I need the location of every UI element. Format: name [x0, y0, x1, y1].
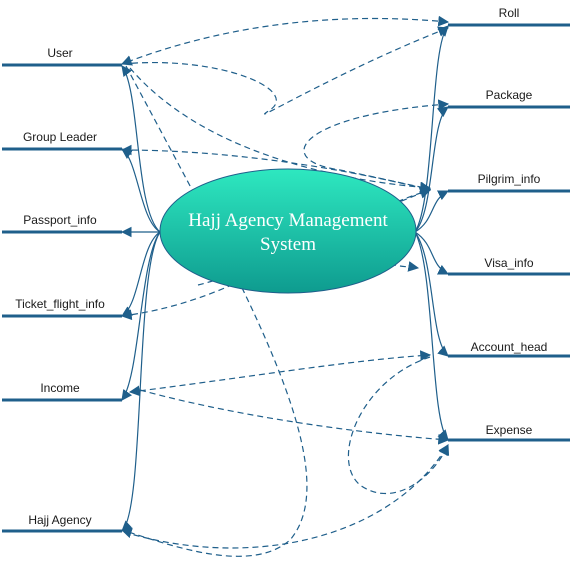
rel-user-pilgrim	[129, 67, 432, 193]
rel-roll-user	[120, 15, 450, 66]
entity-label-ticket-flight-info: Ticket_flight_info	[15, 297, 105, 311]
entity-label-pilgrim-info: Pilgrim_info	[478, 172, 541, 186]
entity-label-package: Package	[486, 88, 533, 102]
rel-hajj-agency-expense	[123, 444, 449, 549]
connector-roll	[414, 25, 449, 233]
connector-group-leader	[121, 148, 161, 233]
rel-group-leader-pilgrim	[120, 144, 432, 193]
solid-connectors-right	[414, 25, 449, 441]
rel-user-hajj-agency	[120, 65, 308, 557]
entity-label-expense: Expense	[486, 423, 533, 437]
entity-label-roll: Roll	[499, 6, 520, 20]
connector-expense	[414, 231, 449, 441]
right-entities: Roll Package Pilgrim_info Visa_info Acco…	[448, 6, 570, 442]
center-node: Hajj Agency Management System	[159, 168, 417, 294]
rel-user-loop-roll	[121, 26, 450, 115]
entity-label-income: Income	[40, 381, 80, 395]
connector-pilgrim-info	[414, 190, 449, 233]
entity-label-hajj-agency: Hajj Agency	[28, 513, 91, 527]
center-title-line2: System	[260, 234, 316, 255]
rel-income-account-head	[128, 350, 432, 397]
rel-account-head-expense-loop	[347, 356, 450, 495]
entity-label-visa-info: Visa_info	[484, 256, 533, 270]
connector-user	[121, 65, 161, 233]
connector-hajj-agency	[121, 231, 161, 532]
center-ellipse	[159, 168, 417, 294]
solid-connectors-left	[120, 65, 161, 532]
left-entities: User Group Leader Passport_info Ticket_f…	[2, 46, 122, 533]
center-title-line1: Hajj Agency Management	[188, 210, 388, 231]
rel-income-expense	[139, 389, 450, 445]
entity-label-group-leader: Group Leader	[23, 130, 97, 144]
entity-label-passport-info: Passport_info	[23, 213, 97, 227]
entity-label-account-head: Account_head	[471, 340, 548, 354]
connector-visa-info	[414, 231, 449, 275]
entity-label-user: User	[47, 46, 72, 60]
